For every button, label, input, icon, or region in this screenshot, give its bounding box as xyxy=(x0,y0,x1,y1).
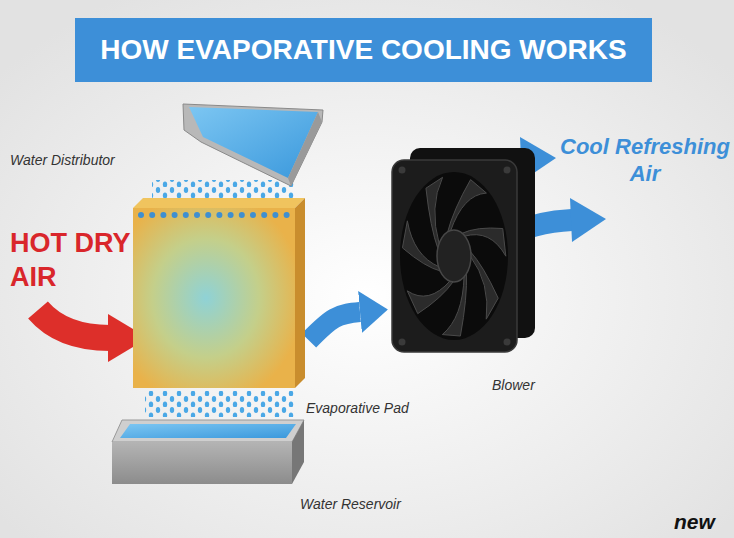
water-reservoir: Water Reservoir xyxy=(112,420,304,486)
pad-hole xyxy=(216,212,222,218)
pad-hole xyxy=(149,212,155,218)
water-distributor-shape xyxy=(183,100,323,186)
part-label: Evaporative Pad xyxy=(306,400,409,416)
tray-water xyxy=(120,424,296,438)
tray-side xyxy=(292,420,304,484)
blower: Blower xyxy=(392,148,537,353)
pad-hole xyxy=(183,212,189,218)
evaporative-pad: Evaporative Pad xyxy=(133,198,305,388)
fan-screw-hole xyxy=(504,167,511,174)
pad-hole xyxy=(272,212,278,218)
pad-hole xyxy=(239,212,245,218)
hot-air-arrow xyxy=(38,310,110,338)
fan-opening xyxy=(400,172,508,340)
pad-hole xyxy=(194,212,200,218)
watermark: new xyxy=(674,510,732,534)
fan-blade xyxy=(426,177,443,249)
fan-frame xyxy=(392,160,517,352)
fan-hub xyxy=(437,230,471,282)
fan-screw-hole xyxy=(399,339,406,346)
blower-shape xyxy=(392,148,537,353)
pad-hole xyxy=(284,212,290,218)
outflow-label: Cool Refreshing Air xyxy=(560,133,730,187)
pad-hole xyxy=(205,212,211,218)
falling-drops xyxy=(145,391,295,417)
pad-top xyxy=(133,198,305,208)
fan-blade xyxy=(407,281,453,314)
pad-hole xyxy=(138,212,144,218)
evaporative-pad-shape xyxy=(133,198,305,388)
diagram-title: HOW EVAPORATIVE COOLING WORKS xyxy=(75,18,652,82)
pad-hole xyxy=(160,212,166,218)
pad-hole xyxy=(172,212,178,218)
pad-face xyxy=(133,208,295,388)
fan-blade xyxy=(447,180,486,233)
part-label: Water Reservoir xyxy=(300,496,401,512)
trough-body xyxy=(183,104,323,186)
cool-air-arrowhead xyxy=(570,198,606,242)
part-label: Water Distributor xyxy=(10,152,115,168)
pad-side xyxy=(295,198,305,388)
water-reservoir-shape xyxy=(112,420,304,486)
pad-hole xyxy=(250,212,256,218)
tray-rim xyxy=(112,420,304,442)
air-flow-arrow xyxy=(309,312,360,341)
tray-front xyxy=(112,442,292,484)
part-label: Blower xyxy=(492,377,535,393)
title-banner xyxy=(75,18,652,82)
falling-drops xyxy=(152,180,295,198)
trough-rim xyxy=(288,112,322,186)
pad-hole xyxy=(261,212,267,218)
fan-screw-hole xyxy=(399,167,406,174)
pad-hole xyxy=(228,212,234,218)
fan-blade xyxy=(470,251,498,319)
inflow-label: HOT DRY AIR xyxy=(10,226,138,294)
water-distributor: Water Distributor xyxy=(183,100,323,186)
fan-screw-hole xyxy=(504,339,511,346)
